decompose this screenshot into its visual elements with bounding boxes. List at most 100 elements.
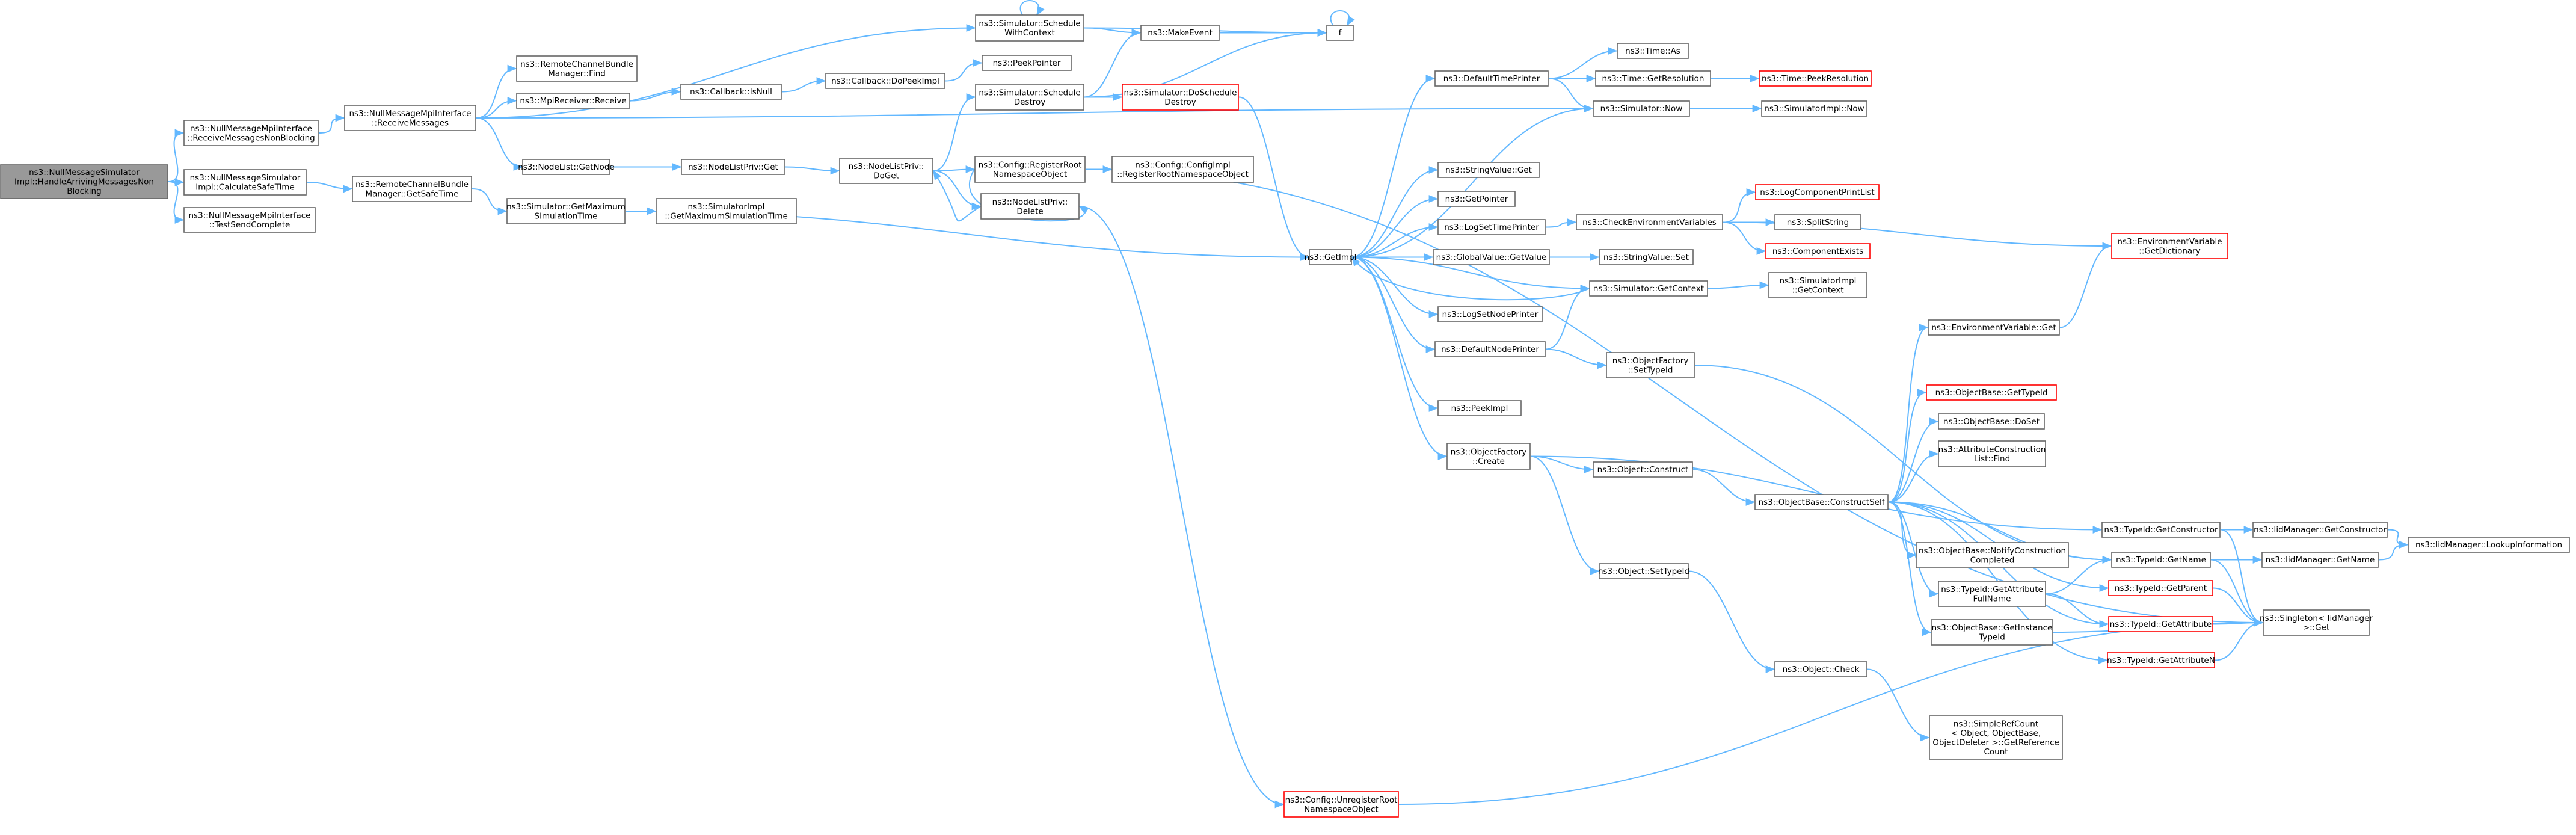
node-label-line: ns3::NullMessageSimulator [190,173,301,183]
function-node-n59[interactable]: ns3::SimpleRefCount< Object, ObjectBase,… [1929,715,2063,760]
call-edge [476,97,517,119]
function-node-n49[interactable]: ns3::SimulatorImpl::GetContext [1768,272,1867,298]
function-node-n53[interactable]: ns3::ObjectBase::GetTypeId [1926,384,2057,401]
function-node-n37[interactable]: ns3::Simulator::Now [1593,100,1690,117]
function-node-n32[interactable]: ns3::DefaultNodePrinter [1434,341,1546,357]
function-node-n38[interactable]: ns3::CheckEnvironmentVariables [1576,214,1723,230]
node-box [1755,184,1880,200]
call-edge [1530,455,1600,575]
function-node-n11[interactable]: ns3::NodeListPriv::Get [681,159,785,175]
function-node-n65[interactable]: ns3::TypeId::GetAttributeN [2107,652,2215,668]
node-label-line: ns3::DefaultNodePrinter [1441,345,1539,354]
call-edge [1888,324,1929,503]
function-node-n69[interactable]: ns3::IidManager::LookupInformation [2408,537,2570,553]
function-node-n31[interactable]: ns3::LogSetNodePrinter [1437,306,1543,322]
function-node-n40[interactable]: ns3::Simulator::GetContext [1589,280,1708,297]
function-node-n26[interactable]: ns3::DefaultTimePrinter [1434,70,1549,87]
call-edge [476,117,523,171]
function-node-n5[interactable]: ns3::RemoteChannelBundleManager::GetSafe… [352,176,472,202]
function-node-n25[interactable]: ns3::Config::UnregisterRootNamespaceObje… [1283,791,1399,818]
function-node-n44[interactable]: ns3::Time::PeekResolution [1759,70,1872,87]
node-label-line: ns3::SplitString [1787,218,1849,227]
node-label-line: ns3::Callback::IsNull [690,87,772,97]
function-node-n34[interactable]: ns3::ObjectFactory::Create [1446,443,1531,470]
function-node-n39[interactable]: ns3::StringValue::Set [1599,249,1694,265]
node-box [656,198,797,224]
node-box [974,156,1086,183]
function-node-n60[interactable]: ns3::EnvironmentVariable::GetDictionary [2111,233,2228,259]
function-node-n54[interactable]: ns3::ObjectBase::DoSet [1938,413,2045,430]
function-node-n29[interactable]: ns3::LogSetTimePrinter [1437,219,1546,235]
node-label-line: Impl::CalculateSafeTime [195,182,295,192]
function-node-n30[interactable]: ns3::GlobalValue::GetValue [1433,249,1550,265]
call-edge [476,24,976,119]
node-label-line: ns3::Simulator::GetMaximum [506,202,626,212]
function-node-n27[interactable]: ns3::StringValue::Get [1437,162,1540,178]
function-node-n1[interactable]: ns3::NullMessageMpiInterface::ReceiveMes… [183,120,319,146]
function-node-n20[interactable]: ns3::MakeEvent [1140,25,1220,41]
function-node-n8[interactable]: ns3::NodeList::GetNode [518,159,615,175]
function-node-n2[interactable]: ns3::NullMessageSimulatorImpl::Calculate… [183,169,307,196]
node-box [1759,70,1872,87]
function-node-n19[interactable]: ns3::NodeListPriv::Delete [980,193,1080,220]
node-label-line: ns3::EnvironmentVariable [2117,237,2222,247]
function-node-n12[interactable]: ns3::SimulatorImpl::GetMaximumSimulation… [656,198,797,224]
function-node-n45[interactable]: ns3::SimulatorImpl::Now [1761,100,1867,117]
function-node-n10[interactable]: ns3::Callback::IsNull [680,84,782,100]
node-box [1617,43,1689,59]
function-node-n67[interactable]: ns3::IidManager::GetName [2261,552,2379,568]
function-node-n51[interactable]: ns3::Object::Check [1774,661,1867,677]
function-node-n62[interactable]: ns3::TypeId::GetName [2111,552,2211,568]
call-edge [1888,501,1932,636]
function-node-n56[interactable]: ns3::ObjectBase::NotifyConstructionCompl… [1916,542,2069,568]
function-node-n24[interactable]: ns3::GetImpl [1305,249,1357,265]
function-node-n28[interactable]: ns3::GetPointer [1437,191,1516,207]
node-label-line: ::TestSendComplete [209,220,290,230]
function-node-n63[interactable]: ns3::TypeId::GetParent [2108,580,2213,596]
function-node-n4[interactable]: ns3::NullMessageMpiInterface::ReceiveMes… [344,105,476,131]
call-edge [1351,256,1590,301]
call-edge [1723,221,1766,255]
function-node-n52[interactable]: ns3::EnvironmentVariable::Get [1928,319,2060,336]
node-box [975,14,1084,42]
function-node-n42[interactable]: ns3::Object::Construct [1593,461,1693,478]
function-node-n50[interactable]: ns3::ObjectBase::ConstructSelf [1754,494,1889,510]
function-node-n9[interactable]: ns3::Simulator::GetMaximumSimulationTime [506,198,626,224]
node-label-line: ns3::LogSetTimePrinter [1444,223,1539,232]
node-label-line: ns3::SimulatorImpl [688,202,765,212]
node-label-line: Completed [1970,555,2015,565]
node-label-line: ::ReceiveMessages [372,118,449,128]
function-node-n36[interactable]: ns3::Time::GetResolution [1595,70,1711,87]
function-node-n13[interactable]: ns3::Callback::DoPeekImpl [825,73,945,89]
function-node-n46[interactable]: ns3::LogComponentPrintList [1755,184,1880,200]
function-node-n7[interactable]: ns3::MpiReceiver::Receive [516,93,630,109]
function-node-n33[interactable]: ns3::PeekImpl [1437,400,1522,416]
function-node-n14[interactable]: ns3::NodeListPriv::DoGet [839,158,933,184]
node-label-line: ns3::SimulatorImpl::Now [1764,104,1864,114]
function-node-n61[interactable]: ns3::TypeId::GetConstructor [2101,522,2221,538]
function-node-n23[interactable]: ns3::Config::ConfigImpl::RegisterRootNam… [1111,156,1254,183]
function-node-n35[interactable]: ns3::Time::As [1617,43,1689,59]
function-node-n21[interactable]: f [1326,25,1354,41]
function-node-n18[interactable]: ns3::Config::RegisterRootNamespaceObject [974,156,1086,183]
function-node-n64[interactable]: ns3::TypeId::GetAttribute [2108,616,2213,632]
function-node-n68[interactable]: ns3::Singleton< IidManager >::Get [2260,609,2373,636]
function-node-n47[interactable]: ns3::SplitString [1774,214,1861,230]
function-node-n66[interactable]: ns3::IidManager::GetConstructor [2252,522,2388,538]
function-node-n43[interactable]: ns3::Object::SetTypeId [1598,563,1689,579]
function-node-n16[interactable]: ns3::PeekPointer [982,55,1072,71]
node-label-line: SimulationTime [535,211,598,221]
node-box [344,105,476,131]
function-node-n3[interactable]: ns3::NullMessageMpiInterface::TestSendCo… [183,207,316,233]
call-edge [1888,450,1939,503]
function-node-n41[interactable]: ns3::ObjectFactory::SetTypeId [1606,352,1695,378]
function-node-n48[interactable]: ns3::ComponentExists [1765,243,1871,259]
node-label-line: ns3::Simulator::GetContext [1593,284,1704,294]
